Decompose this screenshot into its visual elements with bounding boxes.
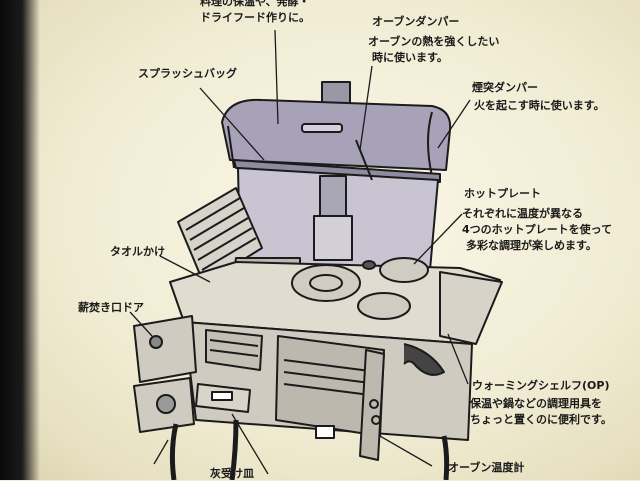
leader-thermometer [379, 435, 433, 467]
flue-pipe [319, 175, 347, 217]
label-oven-damper-desc2: 時に使います。 [372, 51, 448, 64]
cabinet-handle [301, 123, 343, 133]
label-warming-shelf-desc2: ちょっと置くのに便利です。 [470, 413, 612, 426]
label-hot-plate-desc2: 4つのホットプレートを使って [462, 223, 613, 236]
leader-smoke-damper [437, 99, 471, 149]
label-towel-bar: タオルかけ [110, 245, 165, 258]
leader-towel-bar [159, 255, 211, 283]
label-top-line2: ドライフード作りに。 [200, 11, 310, 24]
label-top-line1: 料理の保温や、発酵・ [200, 0, 310, 8]
label-hot-plate-title: ホットプレート [464, 187, 541, 200]
label-hot-plate-desc1: それぞれに温度が異なる [462, 207, 583, 220]
hot-plate-1 [291, 264, 361, 302]
right-door [359, 349, 385, 461]
thermometer-plate [315, 425, 335, 439]
leader-firewood-door [129, 311, 153, 337]
label-warming-shelf-title: ウォーミングシェルフ(OP) [472, 379, 610, 392]
label-smoke-damper-desc: 火を起こす時に使います。 [474, 99, 605, 112]
label-oven-thermometer: オーブン温度計 [448, 461, 525, 474]
warming-cabinet [221, 98, 452, 171]
label-warming-shelf-desc1: 保温や鍋などの調理用具を [470, 397, 602, 410]
hot-plate-3 [357, 292, 411, 320]
oven-damper-lever [355, 139, 373, 181]
leader-ash-left [153, 439, 169, 465]
leader-oven-damper [359, 65, 373, 151]
stove-leg-mid [229, 419, 239, 480]
dark-screen-edge [0, 0, 40, 480]
leader-splash-back [199, 87, 265, 161]
hot-plate-2 [379, 257, 429, 283]
label-splash-back: スプラッシュバッグ [138, 67, 237, 80]
leader-top [274, 29, 279, 125]
label-oven-damper-title: オーブンダンパー [372, 15, 460, 28]
stove-leg-left [169, 423, 179, 480]
label-firewood-door: 薪焚き口ドア [78, 301, 144, 314]
leader-warming-shelf [447, 333, 469, 385]
label-ash-tray: 灰受け皿 [210, 467, 254, 480]
warming-shelf [439, 271, 503, 345]
label-oven-damper-desc1: オーブンの熱を強くしたい [368, 35, 500, 48]
label-hot-plate-desc3: 多彩な調理が楽しめます。 [466, 239, 597, 252]
label-smoke-damper-title: 煙突ダンパー [472, 81, 538, 94]
leader-hot-plate [413, 213, 463, 265]
leader-ash-right [231, 413, 269, 475]
ornate-bracket [403, 343, 445, 376]
stove-leg-right [441, 435, 450, 480]
